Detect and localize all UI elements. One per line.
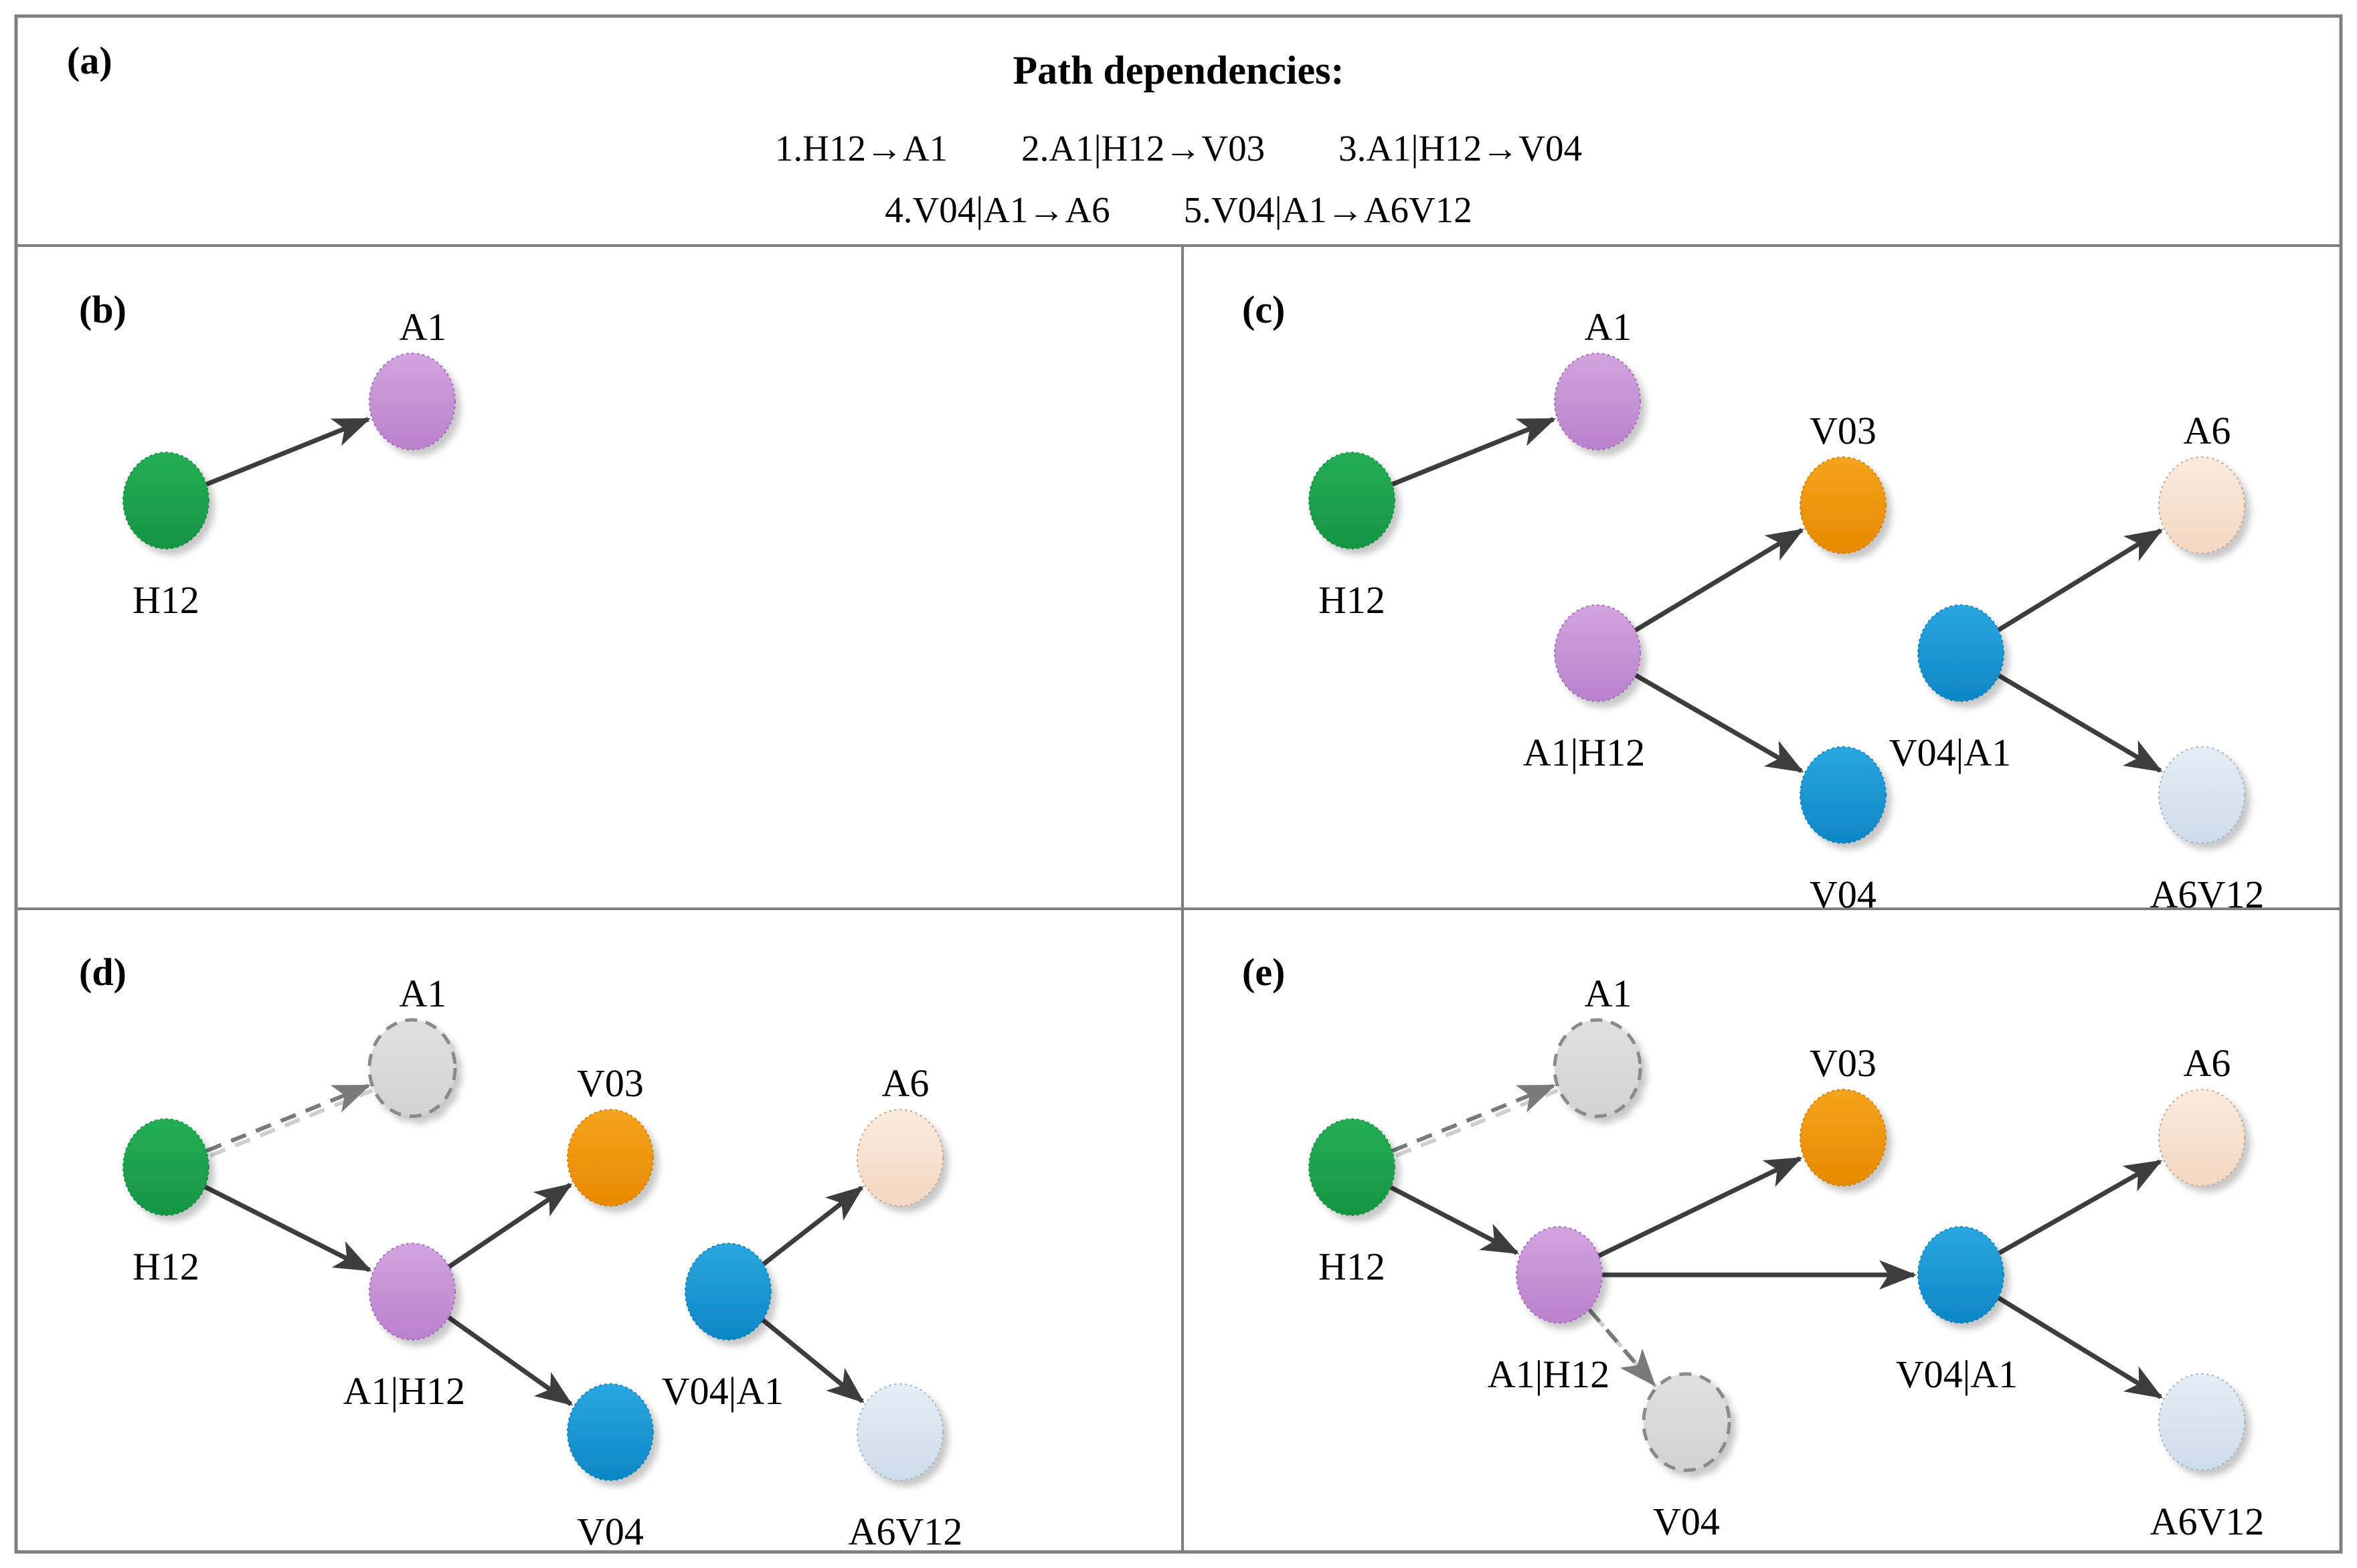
edge-a1-h12-to-v03 — [1634, 528, 1804, 633]
node-a1-inactive — [1553, 1018, 1642, 1118]
node-v03 — [1800, 1089, 1887, 1187]
node-label-a6v12: A6V12 — [2150, 873, 2265, 916]
node-h12 — [122, 452, 209, 549]
edge-v04-a1-to-a6v12 — [1997, 673, 2163, 773]
edge-h12-to-a1 — [205, 1083, 371, 1153]
node-v04-a1 — [1917, 604, 2004, 702]
header-dependency-line-2: 4.V04|A1→A6 5.V04|A1→A6V12 — [885, 189, 1472, 230]
edge-a1-h12-to-v04 — [1587, 1308, 1656, 1387]
node-a1-h12 — [1554, 604, 1641, 702]
node-label-v04-a1: V04|A1 — [1889, 731, 2011, 774]
node-label-v03: V03 — [577, 1061, 644, 1105]
node-v03 — [567, 1109, 654, 1207]
edge-a1-h12-to-v03 — [1597, 1156, 1803, 1258]
node-label-v04: V04 — [1810, 873, 1876, 916]
node-h12 — [122, 1118, 209, 1216]
edge-v04-a1-to-a6 — [1998, 1159, 2163, 1255]
node-label-a6v12: A6V12 — [849, 1510, 963, 1553]
node-label-a1-h12: A1|H12 — [1488, 1353, 1609, 1396]
node-a1-h12 — [369, 1243, 456, 1340]
panel-a: (a) Path dependencies: 1.H12→A1 2.A1|H12… — [67, 39, 1582, 230]
edge-a1-h12-to-v03 — [447, 1183, 573, 1269]
node-label-a1: A1 — [400, 305, 447, 349]
node-label-a6: A6 — [2184, 1041, 2231, 1085]
node-label-a1-h12: A1|H12 — [343, 1369, 465, 1413]
node-label-a6: A6 — [2184, 409, 2231, 452]
edge-a1-h12-to-v04 — [447, 1315, 574, 1406]
node-a6v12 — [2158, 746, 2245, 844]
node-a1-inactive — [367, 1018, 457, 1118]
node-label-v03: V03 — [1810, 1041, 1876, 1085]
panel-c-tag: (c) — [1242, 288, 1285, 331]
header-title: Path dependencies: — [1013, 48, 1344, 92]
node-a1-h12 — [1516, 1226, 1603, 1324]
node-label-a6: A6 — [882, 1061, 930, 1105]
node-a6v12 — [2158, 1373, 2245, 1471]
node-v04-a1 — [685, 1243, 772, 1340]
node-h12 — [1308, 452, 1395, 549]
node-v03 — [1800, 456, 1887, 554]
node-v04-a1 — [1917, 1226, 2004, 1324]
panel-d-tag: (d) — [79, 950, 126, 994]
node-label-a1-h12: A1|H12 — [1523, 731, 1645, 774]
node-label-v04-a1: V04|A1 — [1896, 1353, 2018, 1396]
edge-h12-to-a1-h12 — [203, 1185, 372, 1272]
header-dependency-line-1: 1.H12→A1 2.A1|H12→V03 3.A1|H12→V04 — [775, 128, 1582, 169]
node-label-v04: V04 — [577, 1510, 644, 1553]
panel-a-tag: (a) — [67, 39, 112, 82]
node-a6 — [857, 1109, 944, 1207]
node-label-h12: H12 — [1318, 578, 1385, 622]
node-label-h12: H12 — [1318, 1245, 1385, 1288]
node-a1 — [1554, 353, 1641, 450]
node-label-h12: H12 — [133, 1245, 199, 1288]
edge-v04-a1-to-a6v12 — [761, 1318, 865, 1403]
node-h12 — [1308, 1118, 1395, 1216]
edge-h12-to-a1 — [205, 417, 371, 487]
edge-v04-a1-to-a6 — [762, 1185, 864, 1266]
node-label-v03: V03 — [1810, 409, 1876, 452]
panel-b-tag: (b) — [79, 288, 126, 331]
node-label-a1: A1 — [1585, 305, 1632, 349]
node-label-a6v12: A6V12 — [2150, 1500, 2265, 1543]
edge-h12-to-a1 — [1391, 417, 1556, 487]
edge-h12-to-a1-h12 — [1389, 1185, 1520, 1255]
node-label-v04: V04 — [1653, 1500, 1720, 1543]
edge-v04-a1-to-a6 — [1997, 528, 2164, 632]
node-a1 — [369, 353, 456, 450]
node-a6 — [2158, 456, 2245, 554]
node-label-h12: H12 — [133, 578, 199, 622]
node-v04-inactive — [1642, 1372, 1731, 1472]
panel-b: (b) H12 A1 — [79, 288, 456, 622]
node-label-a1: A1 — [1585, 972, 1632, 1015]
edge-h12-to-a1 — [1391, 1083, 1556, 1153]
panel-e-tag: (e) — [1242, 950, 1285, 994]
node-v04 — [567, 1383, 654, 1481]
edge-v04-a1-to-a6v12 — [1997, 1296, 2164, 1399]
node-a6 — [2158, 1089, 2245, 1187]
edge-a1-h12-to-v04 — [1634, 673, 1804, 774]
node-label-a1: A1 — [400, 972, 447, 1015]
node-v04 — [1800, 746, 1887, 844]
node-label-v04-a1: V04|A1 — [662, 1369, 784, 1413]
node-a6v12 — [857, 1383, 944, 1481]
